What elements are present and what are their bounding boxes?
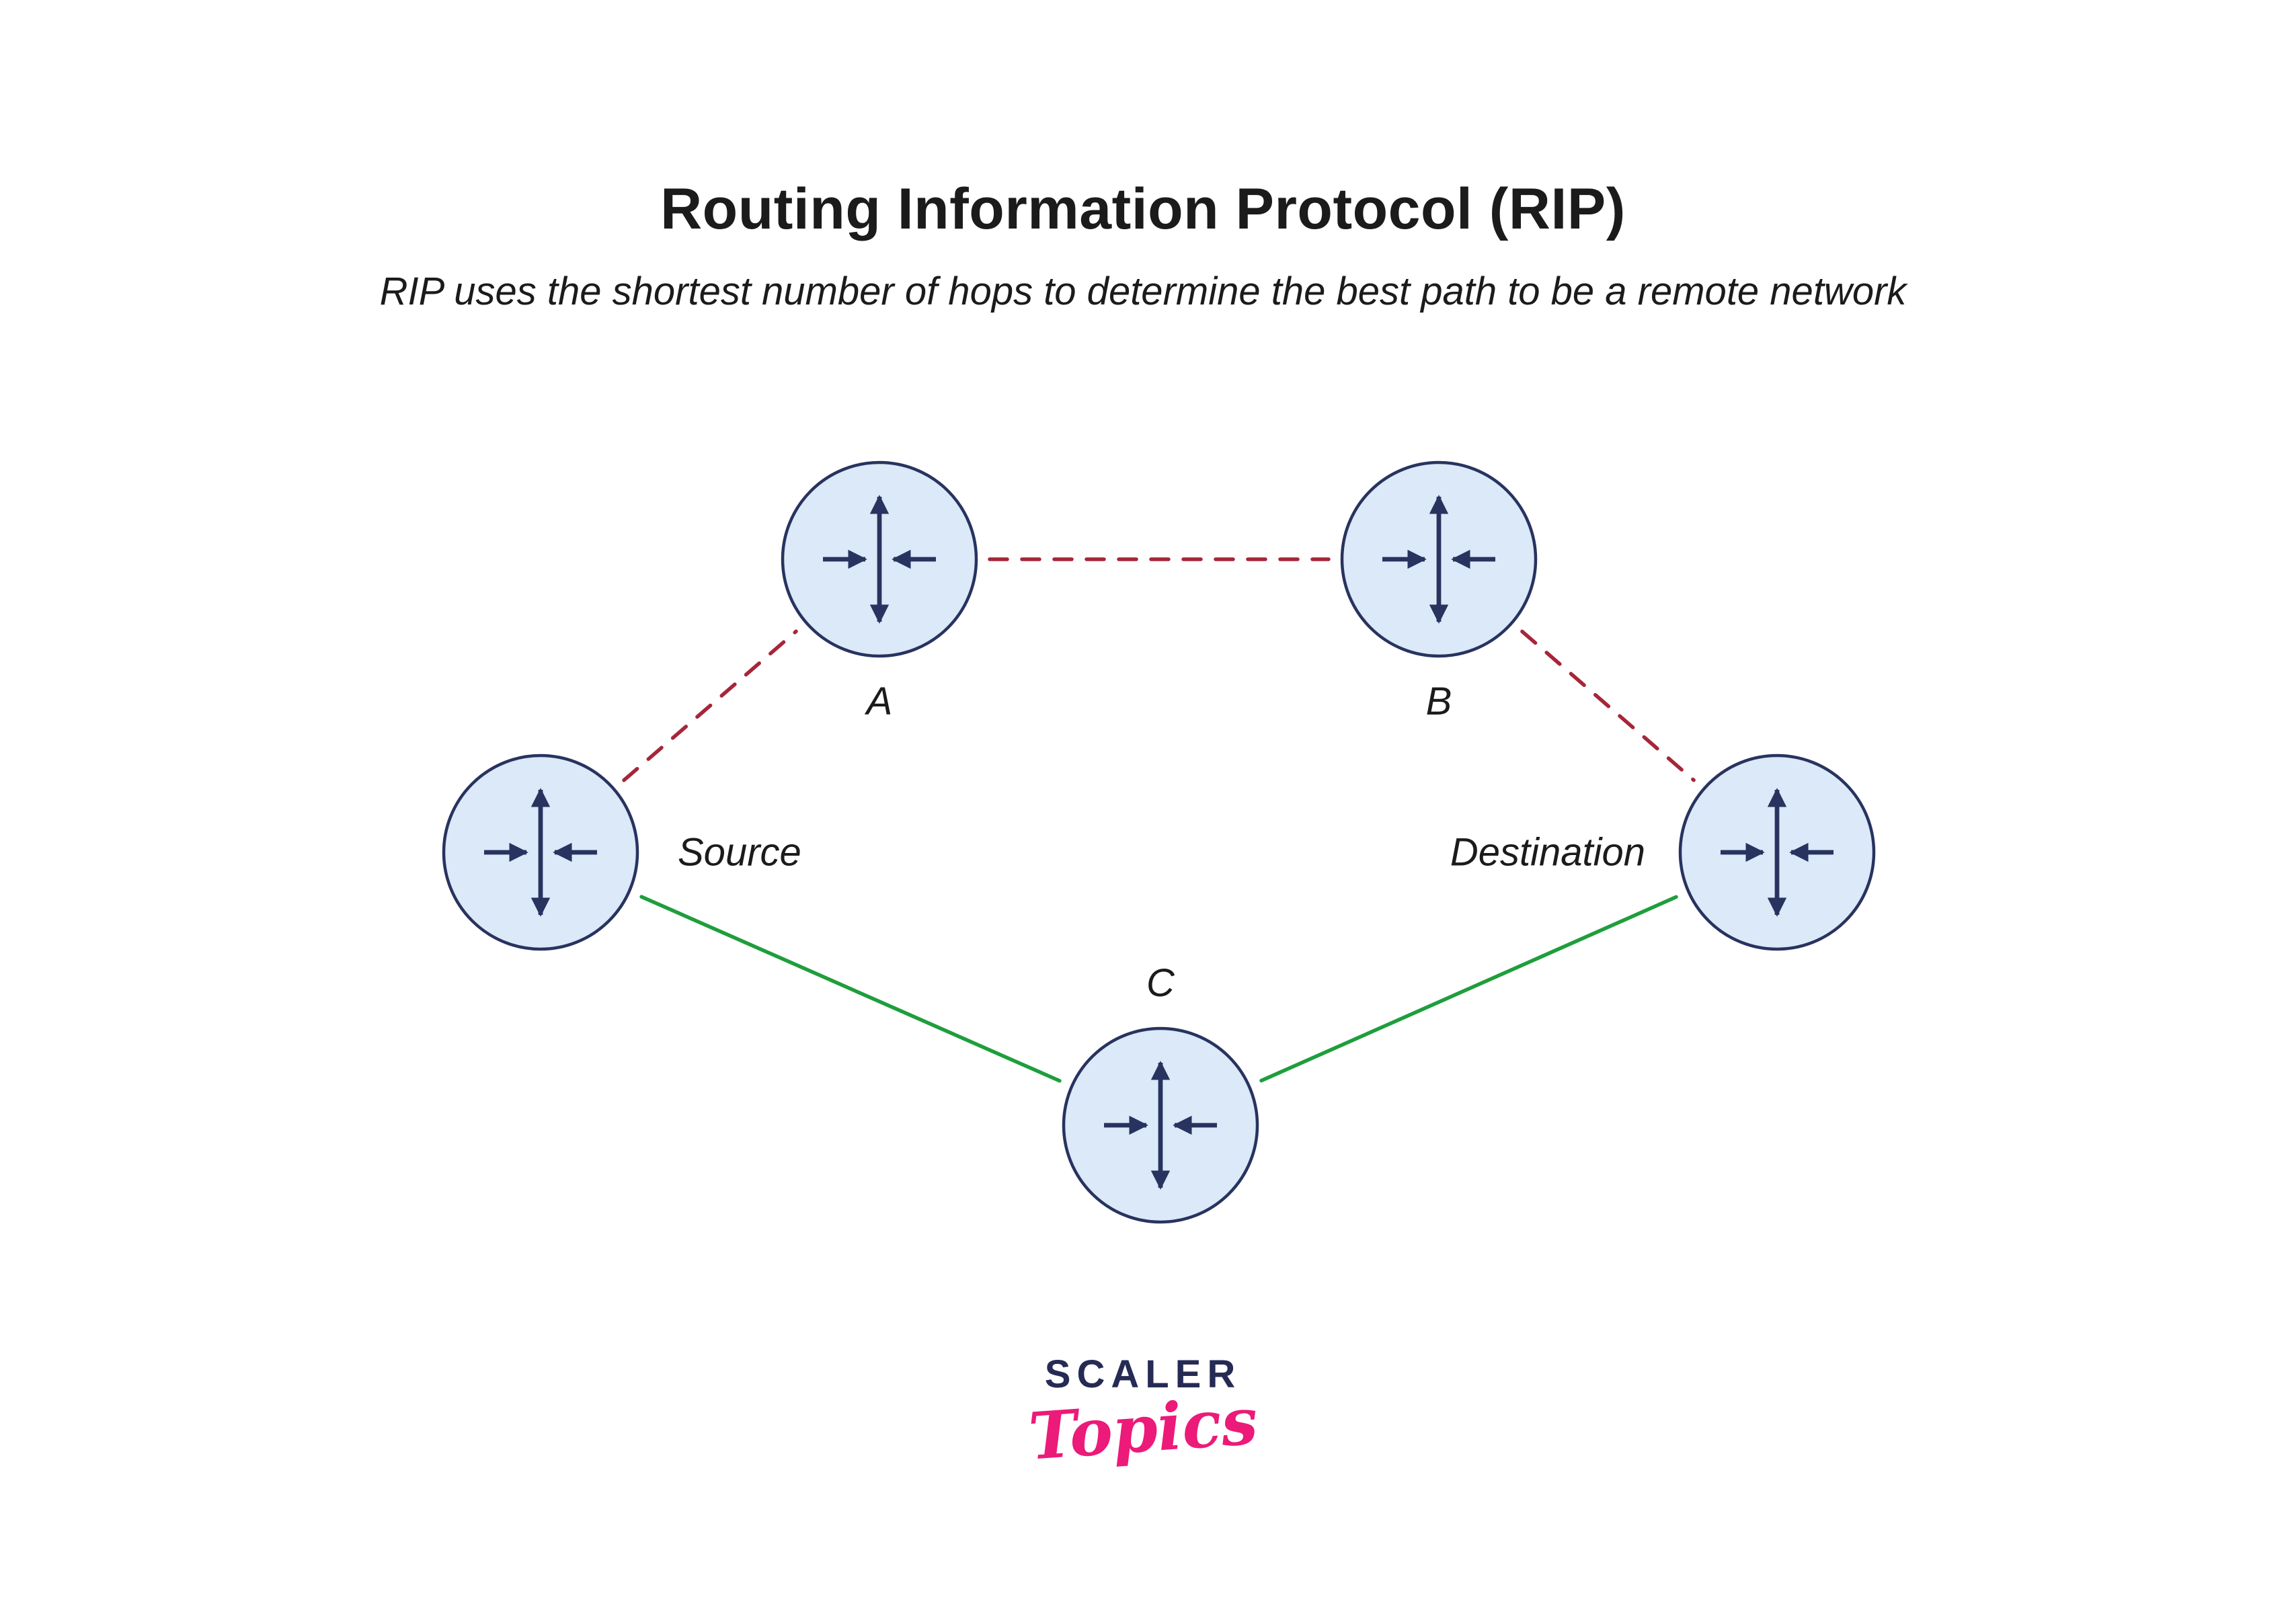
scaler-topics-logo: SCALER Topics: [0, 1352, 2286, 1475]
router-arrows-icon: [823, 495, 936, 624]
router-node-destination: Destination: [1450, 752, 1878, 953]
logo-text-topics: Topics: [1026, 1383, 1260, 1475]
router-icon: [442, 754, 639, 951]
edge-source-c: [639, 895, 1062, 1083]
edge-b-destination: [1520, 629, 1696, 782]
router-icon: [1062, 1026, 1259, 1224]
node-label-source: Source: [678, 830, 801, 875]
page-title: Routing Information Protocol (RIP): [660, 177, 1626, 241]
router-icon: [1340, 460, 1538, 658]
page-subtitle: RIP uses the shortest number of hops to …: [379, 270, 1907, 313]
logo-text-scaler: SCALER: [1044, 1352, 1242, 1396]
router-arrows-icon: [1104, 1061, 1217, 1190]
router-arrows-icon: [1721, 788, 1834, 917]
router-arrows-icon: [484, 788, 597, 917]
node-label-c: C: [1146, 961, 1175, 1005]
router-arrows-icon: [1382, 495, 1495, 624]
node-label-a: A: [866, 680, 893, 723]
edge-source-a: [622, 629, 798, 782]
node-label-destination: Destination: [1450, 830, 1645, 875]
router-node-b: B: [1338, 458, 1540, 723]
router-icon: [781, 460, 978, 658]
router-node-source: Source: [440, 752, 801, 953]
router-node-a: A: [779, 458, 980, 723]
router-icon: [1678, 754, 1876, 951]
router-node-c: C: [1060, 961, 1261, 1226]
edge-c-destination: [1259, 895, 1678, 1083]
node-label-b: B: [1425, 680, 1452, 723]
